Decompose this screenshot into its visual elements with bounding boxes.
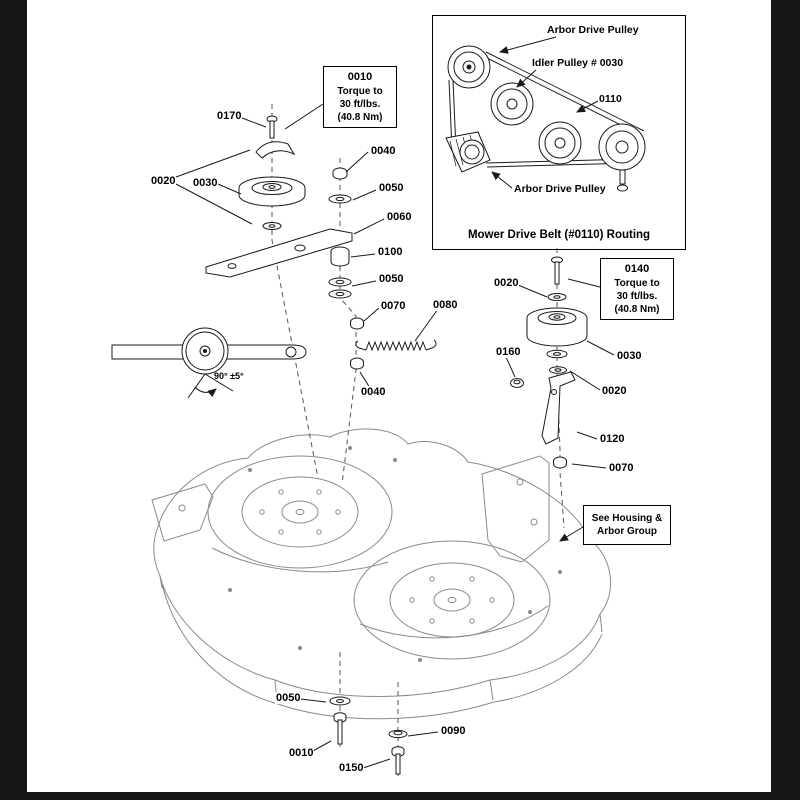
torque-note-0010-line1: Torque to <box>337 86 383 98</box>
callout-0060: 0060 <box>386 211 413 224</box>
torque-note-0010: 0010 Torque to 30 ft/lbs. (40.8 Nm) <box>323 66 397 129</box>
blade-fastener-stack <box>205 167 364 370</box>
spring-art <box>355 339 437 352</box>
callout-0030-right: 0030 <box>616 350 643 363</box>
leader-lines <box>175 103 615 769</box>
callout-0020-right-lower: 0020 <box>601 385 628 398</box>
callout-0120: 0120 <box>599 433 626 446</box>
housing-note: See Housing & Arbor Group <box>583 505 671 545</box>
torque-note-0140: 0140 Torque to 30 ft/lbs. (40.8 Nm) <box>600 258 674 321</box>
inset-caption: Mower Drive Belt (#0110) Routing <box>467 229 651 241</box>
callout-0020-right-upper: 0020 <box>493 277 520 290</box>
callout-0160: 0160 <box>495 346 522 359</box>
inset-label-idler: Idler Pulley # 0030 <box>531 57 625 69</box>
callout-0010-bottom: 0010 <box>288 747 315 760</box>
inset-label-belt: 0110 <box>598 93 623 105</box>
blade-angle-note: 90° ±5° <box>214 371 244 381</box>
housing-note-line1: See Housing & <box>591 513 663 524</box>
callout-0040-lower: 0040 <box>360 386 387 399</box>
inset-label-arbor-bottom: Arbor Drive Pulley <box>513 183 607 195</box>
callout-0030-left: 0030 <box>192 177 219 190</box>
blade-assembly-art <box>111 327 307 399</box>
spindle-parts-left <box>238 115 306 230</box>
torque-note-0140-part: 0140 <box>624 263 650 275</box>
callout-0020-left: 0020 <box>150 175 177 188</box>
housing-note-line2: Arbor Group <box>597 526 657 537</box>
callout-0050-upper: 0050 <box>378 182 405 195</box>
torque-note-0140-line1: Torque to <box>614 278 660 290</box>
belt-routing-inset <box>432 15 686 250</box>
callout-0170: 0170 <box>216 110 243 123</box>
deck-fasteners-bottom <box>329 696 408 775</box>
callout-0050-bottom: 0050 <box>275 692 302 705</box>
callout-0050-mid: 0050 <box>378 273 405 286</box>
callout-0090: 0090 <box>440 725 467 738</box>
inset-label-arbor-top: Arbor Drive Pulley <box>546 24 640 36</box>
right-edge-bar <box>771 0 800 800</box>
callout-0080: 0080 <box>432 299 459 312</box>
torque-note-0010-line3: (40.8 Nm) <box>337 112 383 124</box>
callout-0070-mid: 0070 <box>380 300 407 313</box>
callout-0040-upper: 0040 <box>370 145 397 158</box>
callout-0150: 0150 <box>338 762 365 775</box>
torque-note-0140-line2: 30 ft/lbs. <box>616 291 658 303</box>
torque-note-0010-line2: 30 ft/lbs. <box>339 99 381 111</box>
torque-note-0010-part: 0010 <box>347 71 373 83</box>
belt-routing-art <box>445 36 646 192</box>
deck-housing-art <box>151 428 612 720</box>
bottom-edge-bar <box>0 792 800 800</box>
spindle-parts-right <box>510 256 588 469</box>
torque-note-0140-line3: (40.8 Nm) <box>614 304 660 316</box>
callout-0070-right: 0070 <box>608 462 635 475</box>
callout-0100: 0100 <box>377 246 404 259</box>
left-edge-bar <box>0 0 27 800</box>
